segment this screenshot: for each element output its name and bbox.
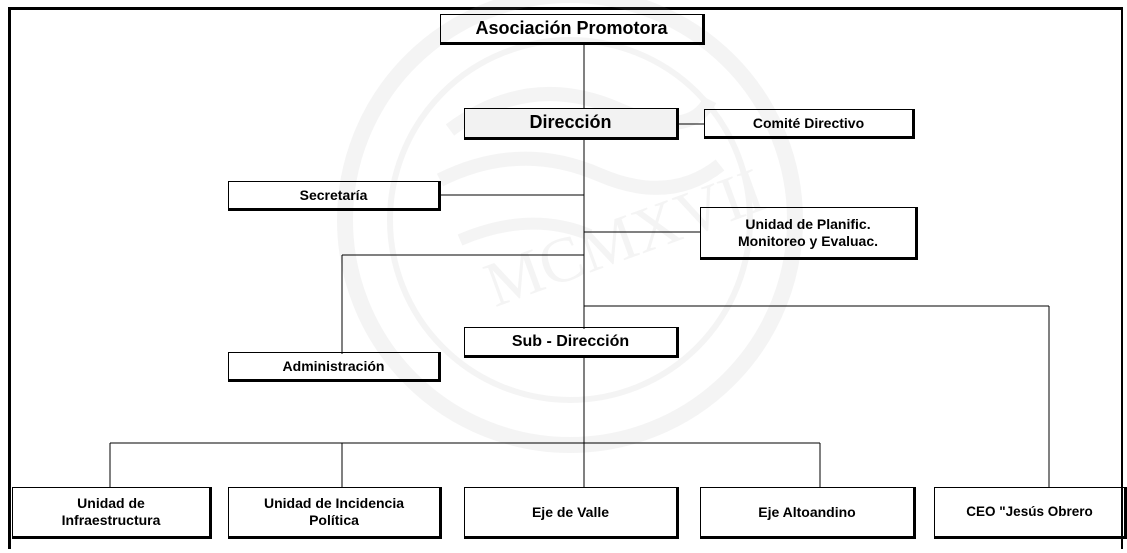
node-ceo-jesus-obrero: CEO "Jesús Obrero bbox=[934, 487, 1127, 539]
node-secretaria: Secretaría bbox=[228, 181, 441, 211]
node-label: Sub - Dirección bbox=[511, 332, 630, 350]
node-label: Administración bbox=[282, 357, 385, 374]
node-planificacion: Unidad de Planific. Monitoreo y Evaluac. bbox=[700, 207, 918, 260]
node-administracion: Administración bbox=[228, 352, 441, 382]
node-label: Unidad de Infraestructura bbox=[61, 495, 161, 528]
node-infraestructura: Unidad de Infraestructura bbox=[12, 487, 212, 539]
node-comite-directivo: Comité Directivo bbox=[704, 109, 915, 139]
node-label: Asociación Promotora bbox=[475, 17, 668, 38]
node-label: Dirección bbox=[529, 112, 612, 133]
seal-watermark-icon: MCMXVII bbox=[337, 0, 803, 453]
node-label: CEO "Jesús Obrero bbox=[966, 503, 1093, 519]
node-label: Unidad de Planific. Monitoreo y Evaluac. bbox=[737, 215, 879, 249]
node-subdireccion: Sub - Dirección bbox=[464, 327, 679, 358]
node-label: Comité Directivo bbox=[752, 114, 865, 131]
node-label: Secretaría bbox=[299, 186, 368, 203]
node-incidencia-politica: Unidad de Incidencia Política bbox=[228, 487, 442, 539]
node-direccion: Dirección bbox=[464, 108, 679, 140]
node-asociacion-promotora: Asociación Promotora bbox=[440, 14, 705, 45]
node-label: Unidad de Incidencia Política bbox=[263, 495, 405, 528]
node-label: Eje de Valle bbox=[531, 503, 610, 520]
node-label: Eje Altoandino bbox=[758, 503, 856, 520]
node-eje-valle: Eje de Valle bbox=[464, 487, 679, 539]
chart-frame bbox=[8, 7, 1123, 549]
node-eje-altoandino: Eje Altoandino bbox=[700, 487, 916, 539]
